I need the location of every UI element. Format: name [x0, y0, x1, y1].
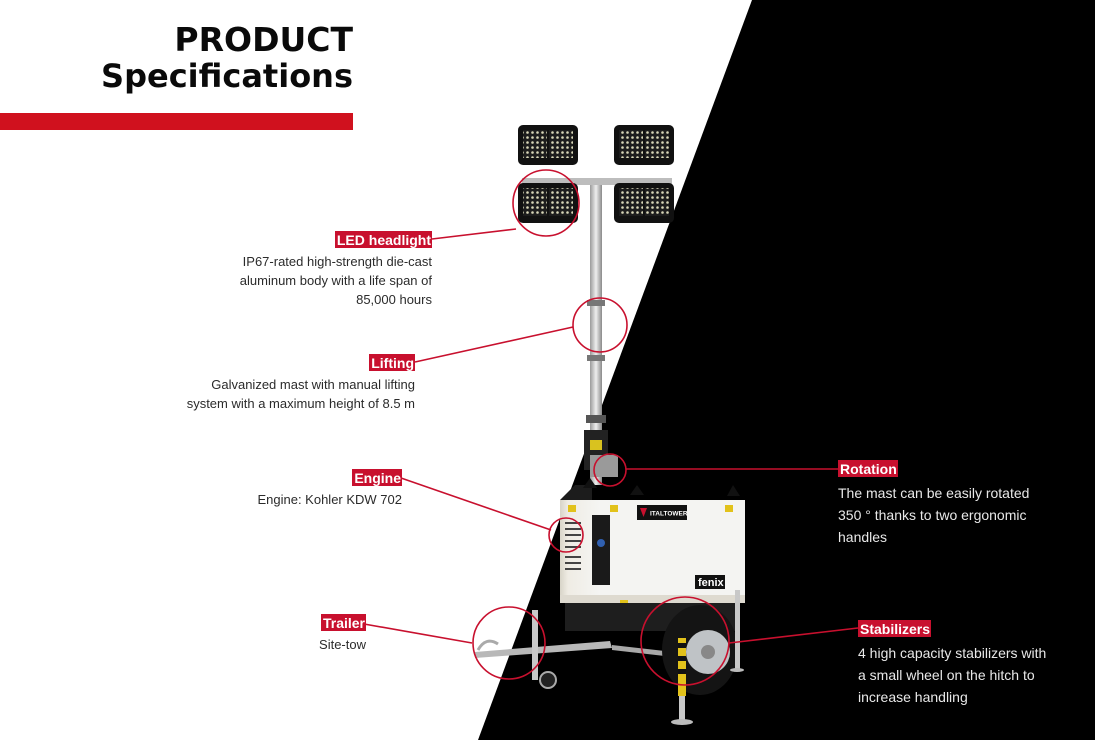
description-line: handles [838, 529, 888, 545]
callout-lifting: Lifting Galvanized mast with manual lift… [187, 354, 415, 413]
title-accent-bar [0, 113, 353, 130]
led-headlight-leader-line [431, 228, 517, 240]
stabilizers-description: 4 high capacity stabilizers with a small… [858, 642, 1046, 708]
lifting-description: Galvanized mast with manual lifting syst… [187, 375, 415, 413]
italtower-brand-plate [637, 505, 687, 520]
page-title: PRODUCT Specifications [101, 20, 353, 95]
description-line: a small wheel on the hitch to [858, 667, 1035, 683]
stabilizers-highlight-circle [640, 596, 730, 686]
lifting-leader-line [414, 326, 574, 363]
stabilizers-label: Stabilizers [858, 620, 932, 637]
description-line: system with a maximum height of 8.5 m [186, 396, 415, 411]
floodlight-top-left [518, 125, 578, 165]
title-line-specifications: Specifications [101, 57, 353, 95]
description-line: 85,000 hours [356, 292, 432, 307]
callout-led-headlight: LED headlight IP67-rated high-strength d… [240, 231, 432, 309]
stabilizers-leader-line [728, 627, 859, 644]
trailer-leader-line [363, 623, 473, 644]
engine-leader-line [400, 477, 552, 531]
trailer-highlight-circle [472, 606, 546, 680]
title-line-product: PRODUCT [174, 20, 353, 59]
description-line: Galvanized mast with manual lifting [211, 377, 415, 392]
callout-stabilizers: Stabilizers 4 high capacity stabilizers … [858, 620, 1046, 708]
callout-engine: Engine Engine: Kohler KDW 702 [257, 469, 402, 509]
lifting-highlight-circle [572, 297, 628, 353]
fenix-badge-text: fenix [698, 577, 725, 589]
description-line: 4 high capacity stabilizers with [858, 645, 1047, 661]
description-line: Engine: Kohler KDW 702 [257, 492, 402, 507]
description-line: The mast can be easily rotated [838, 485, 1030, 501]
callout-trailer: Trailer Site-tow [319, 614, 366, 654]
rotation-description: The mast can be easily rotated 350 ° tha… [838, 482, 1029, 548]
fenix-badge [695, 575, 725, 589]
rotation-label: Rotation [838, 460, 898, 477]
led-headlight-description: IP67-rated high-strength die-cast alumin… [240, 252, 432, 309]
description-line: IP67-rated high-strength die-cast [242, 254, 432, 269]
light-crossbar [522, 178, 672, 185]
lifting-label: Lifting [369, 354, 415, 371]
description-line: 350 ° thanks to two ergonomic [838, 507, 1027, 523]
rotation-highlight-circle [593, 453, 627, 487]
description-line: increase handling [858, 689, 968, 705]
engine-label: Engine [352, 469, 402, 486]
floodlight-top-right [614, 125, 674, 165]
floodlight-bottom-left [518, 183, 578, 223]
led-headlight-label: LED headlight [334, 231, 432, 248]
description-line: aluminum body with a life span of [239, 273, 432, 288]
trailer-description: Site-tow [319, 635, 366, 654]
floodlight-bottom-right [614, 183, 674, 223]
engine-description: Engine: Kohler KDW 702 [257, 490, 402, 509]
trailer-label: Trailer [320, 614, 366, 631]
generator-enclosure: ITALTOWER fenix [560, 478, 745, 606]
engine-highlight-circle [548, 517, 584, 553]
brand-plate-text: ITALTOWER [650, 511, 688, 518]
description-line: Site-tow [319, 637, 366, 652]
callout-rotation: Rotation The mast can be easily rotated … [838, 460, 1029, 548]
led-floodlights [518, 125, 674, 223]
trailer-chassis [475, 590, 744, 725]
led-headlight-highlight-circle [512, 169, 580, 237]
